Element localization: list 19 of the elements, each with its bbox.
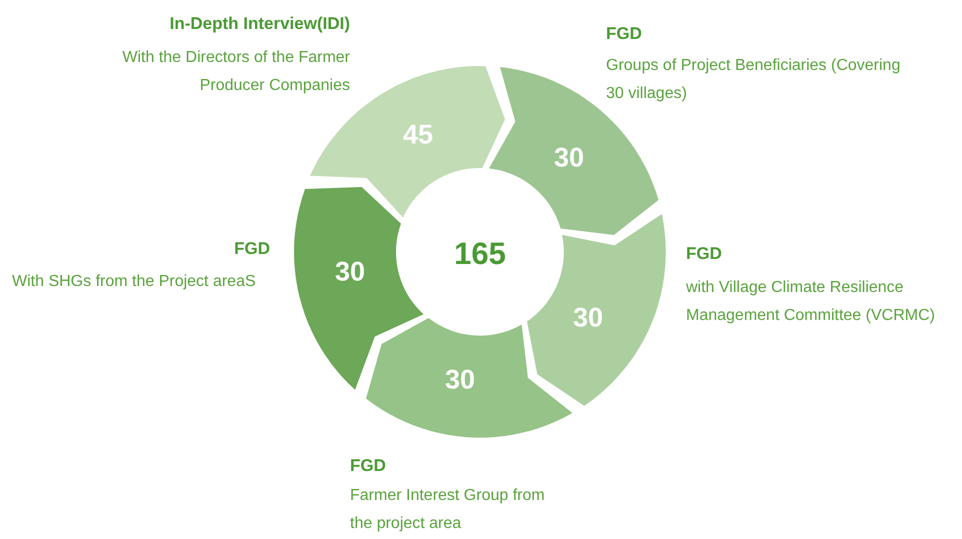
arrow-segment bbox=[294, 186, 424, 390]
count-number: 30 bbox=[444, 364, 475, 396]
heading-text: FGD bbox=[350, 456, 386, 476]
description-text: Groups of Project Beneficiaries (Covering 30 villages) bbox=[606, 56, 902, 104]
count-number: 30 bbox=[572, 302, 603, 334]
heading-text: FGD bbox=[686, 244, 722, 264]
heading-text: FGD bbox=[234, 239, 270, 259]
count-number: 45 bbox=[402, 119, 433, 150]
total-number: 165 bbox=[454, 236, 506, 272]
description-text: With the Directors of the Farmer Producer Companies bbox=[121, 48, 350, 96]
count-number: 30 bbox=[554, 142, 584, 174]
description-text: with Village Climate Resilience Management Committee (VCRMC) bbox=[686, 278, 936, 326]
count-number: 30 bbox=[334, 256, 365, 288]
description-text: Farmer Interest Group from the project area bbox=[350, 486, 546, 534]
arrow-segment bbox=[527, 214, 666, 406]
heading-text: FGD bbox=[606, 24, 642, 44]
arrow-segment bbox=[366, 318, 572, 438]
description-text: With SHGs from the Project areaS bbox=[12, 272, 257, 292]
heading-text: In-Depth Interview(IDI) bbox=[170, 14, 350, 34]
